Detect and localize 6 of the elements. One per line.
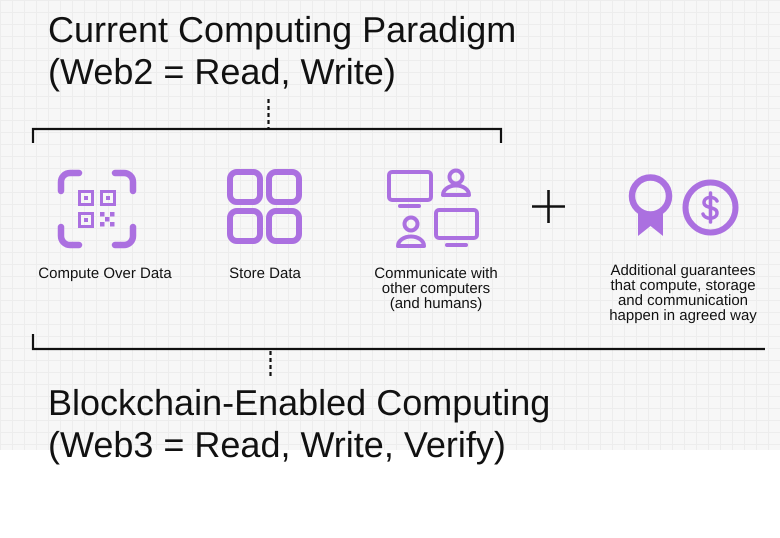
- caption: Communicate with other computers (and humans): [373, 266, 499, 311]
- caption: Compute Over Data: [38, 266, 172, 281]
- heading: Blockchain-Enabled Computing (Web3 = Read, Write, Verify): [48, 382, 552, 466]
- caption: Additional guarantees that compute, storage and communication happen in agreed way: [608, 263, 758, 323]
- caption: Store Data: [228, 266, 302, 281]
- heading: Current Computing Paradigm (Web2 = Read, Write): [48, 9, 518, 93]
